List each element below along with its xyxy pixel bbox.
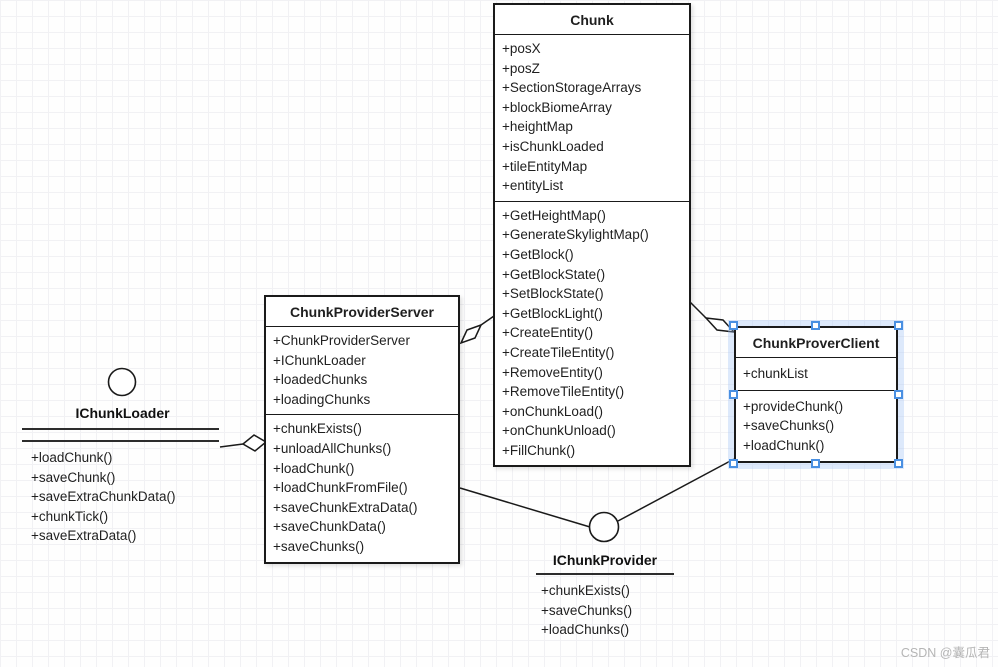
connector-cpc-ichunkprovider[interactable] [617, 458, 735, 522]
class-chunkproviderserver[interactable]: ChunkProviderServer +ChunkProviderServer… [264, 295, 460, 564]
method-row: +saveExtraChunkData() [31, 489, 176, 505]
method-row: +onChunkUnload() [502, 423, 616, 439]
aggregation-diamond-cps-left [241, 434, 268, 452]
attribute-row: +entityList [502, 178, 564, 194]
class-chunkproviderserver-attributes: +ChunkProviderServer +IChunkLoader +loaded… [266, 327, 458, 416]
selection-handle-e[interactable] [894, 389, 903, 399]
connector-cps-ichunkprovider[interactable] [459, 487, 591, 528]
method-row: +provideChunk() [743, 398, 844, 414]
attribute-row: +isChunkLoaded [502, 138, 604, 154]
method-row: +unloadAllChunks() [273, 440, 392, 456]
ichunkprovider-divider [536, 573, 674, 575]
class-chunkproverclient[interactable]: ChunkProverClient +chunkList +provideChu… [729, 321, 903, 469]
class-chunkproviderserver-methods: +chunkExists() +unloadAllChunks() +loadChu… [266, 415, 458, 561]
method-row: +loadChunks() [541, 622, 630, 638]
ichunkloader-divider-bottom [22, 440, 219, 442]
method-row: +saveChunk() [31, 469, 116, 485]
method-row: +CreateEntity() [502, 325, 594, 341]
method-row: +saveChunks() [541, 602, 633, 618]
method-row: +saveChunks() [273, 538, 365, 554]
method-row: +saveExtraData() [31, 528, 137, 544]
method-row: +chunkExists() [273, 421, 362, 437]
aggregation-diamond-cps-right [459, 323, 483, 345]
class-chunk-title: Chunk [495, 5, 689, 35]
ichunkprovider-lollipop-circle[interactable] [588, 511, 620, 543]
attribute-row: +loadingChunks [273, 391, 371, 407]
attribute-row: +posZ [502, 60, 540, 76]
attribute-row: +posX [502, 41, 541, 56]
interface-ichunkprovider-title: IChunkProvider [552, 552, 658, 568]
attribute-row: +heightMap [502, 119, 573, 135]
class-chunk-methods: +GetHeightMap() +GenerateSkylightMap() +Ge… [495, 202, 689, 466]
attribute-row: +IChunkLoader [273, 352, 366, 368]
method-row: +RemoveEntity() [502, 364, 603, 380]
class-chunk-attributes: +posX +posZ +SectionStorageArrays +blockBio… [495, 35, 689, 202]
method-row: +GenerateSkylightMap() [502, 227, 649, 243]
class-chunk[interactable]: Chunk +posX +posZ +SectionStorageArrays +bl… [493, 3, 691, 468]
interface-ichunkloader-methods: +loadChunk() +saveChunk() +saveExtraChunkD… [31, 448, 175, 546]
class-chunkproverclient-attributes: +chunkList [736, 358, 896, 391]
attribute-row: +tileEntityMap [502, 158, 588, 174]
selection-handle-n[interactable] [811, 321, 820, 330]
method-row: +GetBlockLight() [502, 305, 603, 321]
attribute-row: +chunkList [743, 366, 808, 381]
class-chunkproverclient-title: ChunkProverClient [736, 328, 896, 358]
ichunkloader-lollipop-circle[interactable] [107, 367, 137, 397]
class-chunkproverclient-methods: +provideChunk() +saveChunks() +loadChunk() [736, 391, 896, 462]
method-row: +chunkTick() [31, 508, 109, 524]
connector-chunk-cps[interactable] [480, 315, 495, 326]
method-row: +saveChunkData() [273, 519, 386, 535]
method-row: +GetBlockState() [502, 266, 606, 282]
watermark: CSDN @囊瓜君 [900, 646, 990, 660]
method-row: +loadChunk() [743, 437, 825, 453]
method-row: +chunkExists() [541, 583, 630, 598]
method-row: +GetBlock() [502, 246, 574, 262]
method-row: +CreateTileEntity() [502, 344, 615, 360]
attribute-row: +loadedChunks [273, 372, 368, 388]
interface-ichunkloader-title: IChunkLoader [75, 405, 170, 421]
connector-chunk-cpc[interactable] [689, 301, 707, 319]
method-row: +onChunkLoad() [502, 403, 603, 419]
selection-handle-w[interactable] [729, 389, 738, 399]
class-chunkproviderserver-title: ChunkProviderServer [266, 297, 458, 327]
interface-ichunkprovider-methods: +chunkExists() +saveChunks() +loadChunks() [541, 581, 632, 640]
ichunkloader-divider-top [22, 428, 219, 430]
method-row: +GetHeightMap() [502, 207, 606, 223]
connector-ichunkloader-cps[interactable] [219, 443, 244, 448]
method-row: +FillChunk() [502, 442, 576, 458]
method-row: +loadChunk() [31, 450, 113, 465]
method-row: +loadChunk() [273, 460, 355, 476]
method-row: +saveChunkExtraData() [273, 499, 418, 515]
selection-handle-sw[interactable] [729, 459, 738, 469]
method-row: +SetBlockState() [502, 286, 604, 302]
selection-handle-se[interactable] [894, 459, 903, 469]
method-row: +saveChunks() [743, 418, 835, 434]
attribute-row: +ChunkProviderServer [273, 333, 410, 348]
selection-handle-ne[interactable] [894, 321, 903, 330]
method-row: +RemoveTileEntity() [502, 384, 625, 400]
attribute-row: +SectionStorageArrays [502, 80, 642, 96]
attribute-row: +blockBiomeArray [502, 99, 612, 115]
selection-handle-nw[interactable] [729, 321, 738, 330]
method-row: +loadChunkFromFile() [273, 480, 408, 496]
selection-handle-s[interactable] [811, 459, 820, 469]
